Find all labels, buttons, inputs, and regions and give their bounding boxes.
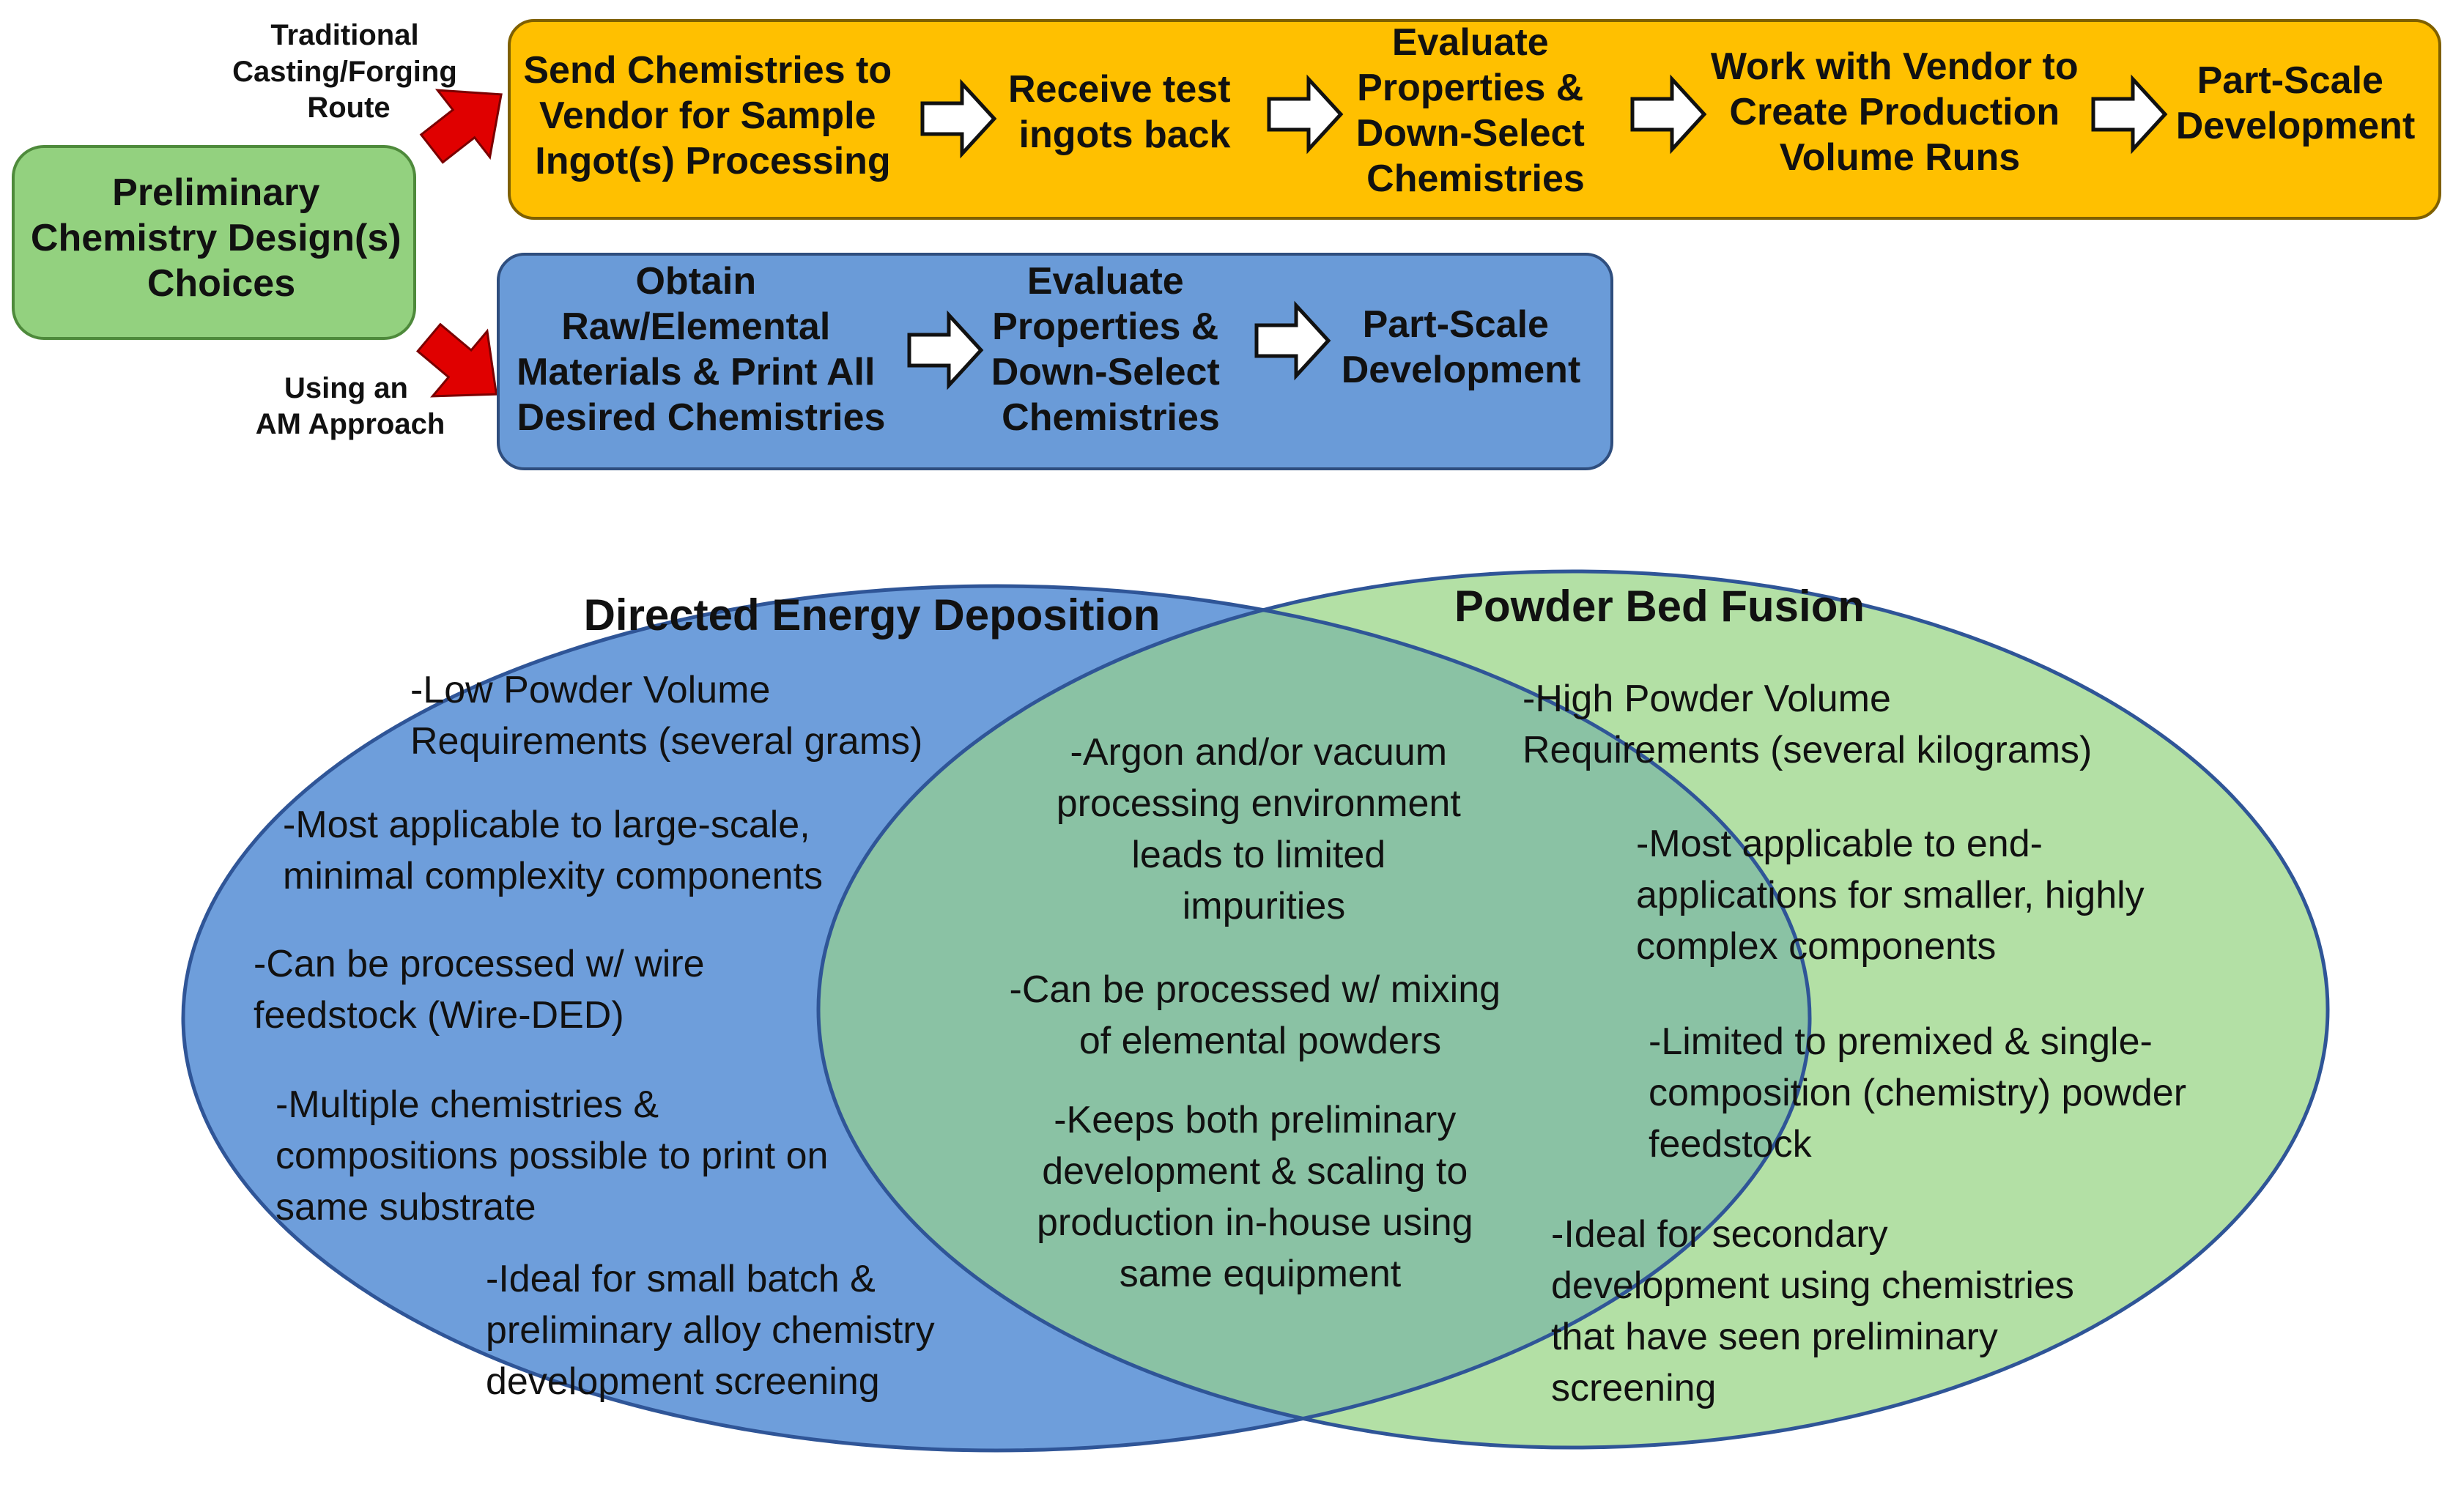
flow-arrow-icon xyxy=(1630,74,1707,155)
ded-ellipse-outline xyxy=(181,584,1812,1453)
preliminary-box-label: Preliminary Chemistry Design(s) Choices xyxy=(31,171,412,305)
flow-arrow-icon xyxy=(920,78,997,159)
traditional-step-evaluate: Evaluate Properties & Down-Select Chemis… xyxy=(1356,21,1596,200)
flow-arrow-icon xyxy=(2091,74,2168,155)
pbf-title: Powder Bed Fusion xyxy=(1454,582,1865,631)
ded-item-large-scale: -Most applicable to large-scale, minimal… xyxy=(283,804,823,897)
overlap-region xyxy=(818,586,1810,1448)
preliminary-chemistry-box: Preliminary Chemistry Design(s) Choices xyxy=(12,145,416,340)
pbf-item-end-applications: -Most applicable to end- applications fo… xyxy=(1636,823,2155,968)
ded-item-wire-feedstock: -Can be processed w/ wire feedstock (Wir… xyxy=(254,943,715,1037)
ded-title: Directed Energy Deposition xyxy=(584,590,1161,640)
am-box-shape xyxy=(497,253,1613,470)
traditional-step-production-runs: Work with Vendor to Create Production Vo… xyxy=(1711,45,2089,179)
preliminary-box-shape xyxy=(12,145,416,340)
traditional-step-send-chemistries: Send Chemistries to Vendor for Sample In… xyxy=(523,49,902,182)
red-arrow-traditional-icon xyxy=(419,89,503,164)
ded-item-multiple-chemistries: -Multiple chemistries & compositions pos… xyxy=(275,1083,839,1228)
flow-arrow-icon xyxy=(907,310,984,390)
overlap-item-argon-vacuum: -Argon and/or vacuum processing environm… xyxy=(1057,731,1472,927)
traditional-route-label: Traditional Casting/Forging Route xyxy=(232,19,465,124)
ded-item-small-batch: -Ideal for small batch & preliminary all… xyxy=(486,1258,945,1403)
am-route-box: Obtain Raw/Elemental Materials & Print A… xyxy=(497,253,1613,470)
traditional-box-shape xyxy=(508,19,2441,220)
traditional-route-box: Send Chemistries to Vendor for Sample In… xyxy=(508,19,2441,220)
ded-item-low-powder: -Low Powder Volume Requirements (several… xyxy=(410,669,922,763)
venn-diagram: Directed Energy Deposition Powder Bed Fu… xyxy=(181,569,2330,1453)
am-approach-label: Using an AM Approach xyxy=(256,372,445,440)
pbf-item-secondary-development: -Ideal for secondary development using c… xyxy=(1551,1213,2084,1409)
am-step-evaluate: Evaluate Properties & Down-Select Chemis… xyxy=(991,260,1231,439)
pbf-item-premixed: -Limited to premixed & single- compositi… xyxy=(1649,1020,2197,1166)
traditional-step-part-scale: Part-Scale Development xyxy=(2176,59,2416,147)
overlap-item-elemental-mixing: -Can be processed w/ mixing of elemental… xyxy=(1010,968,1512,1062)
pbf-ellipse-outline xyxy=(816,569,2330,1450)
red-arrow-am-icon xyxy=(415,322,498,398)
traditional-step-receive-ingots: Receive test ingots back xyxy=(1008,68,1241,156)
am-step-part-scale: Part-Scale Development xyxy=(1342,303,1581,391)
flow-arrow-icon xyxy=(1254,300,1331,381)
flow-arrow-icon xyxy=(1267,74,1344,155)
overlap-item-in-house: -Keeps both preliminary development & sc… xyxy=(1037,1099,1484,1295)
am-step-obtain-materials: Obtain Raw/Elemental Materials & Print A… xyxy=(517,260,886,439)
pbf-item-high-powder: -High Powder Volume Requirements (severa… xyxy=(1523,678,2092,771)
